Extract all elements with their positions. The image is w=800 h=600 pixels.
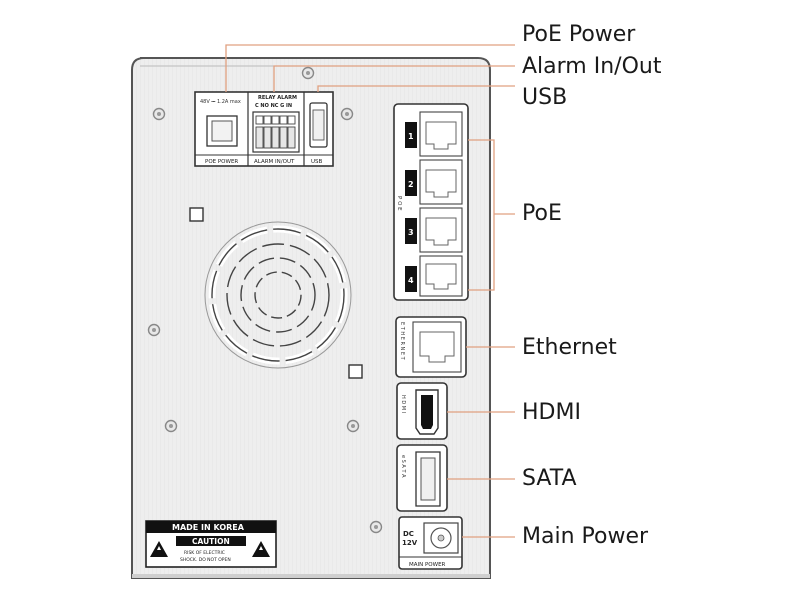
made-in-text: MADE IN KOREA: [172, 523, 245, 532]
poe-port-2[interactable]: [419, 159, 463, 205]
poe-port-number: 2: [408, 180, 414, 189]
ethernet-vertical-label: E T H E R N E T: [399, 322, 405, 361]
callout-sata: SATA: [522, 466, 577, 491]
callout-ethernet: Ethernet: [522, 335, 617, 360]
leader-alarm: [273, 65, 515, 92]
caution-text: CAUTION: [192, 537, 230, 546]
poe-port-number: 3: [408, 228, 414, 237]
dc-label: DC: [403, 530, 414, 538]
caution-label: MADE IN KOREA CAUTION RISK OF ELECTRIC S…: [145, 520, 277, 568]
mount-hole: [348, 364, 363, 379]
main-power-label: MAIN POWER: [409, 562, 446, 568]
callout-hdmi: HDMI: [522, 400, 581, 425]
callout-usb: USB: [522, 85, 568, 110]
screws: [147, 66, 383, 534]
sata-vertical-label: e S A T A: [400, 455, 406, 478]
poe-vertical-label: P O E: [396, 196, 402, 211]
mount-hole: [189, 207, 204, 222]
main-power-jack[interactable]: [423, 522, 459, 554]
leader-poe-power: [225, 44, 515, 92]
callout-main-power: Main Power: [522, 524, 649, 549]
poe-port-4[interactable]: [419, 255, 463, 297]
sata-port[interactable]: [415, 451, 441, 507]
dc-voltage: 12V: [402, 539, 418, 547]
poe-port-1[interactable]: [419, 111, 463, 157]
alarm-pins: C NO NC G IN: [255, 103, 292, 109]
alarm-label: ALARM IN/OUT: [254, 159, 295, 165]
poe-port-number: 1: [408, 132, 414, 141]
poe-ports: 1 2 3 4: [405, 111, 463, 297]
poe-port-number: 4: [408, 276, 414, 285]
leader-usb: [317, 85, 515, 92]
callout-poe: PoE: [522, 201, 562, 226]
leader-poe: [468, 139, 515, 291]
poe-port-3[interactable]: [419, 207, 463, 253]
caution-line-1: RISK OF ELECTRIC: [184, 550, 225, 556]
callout-poe-power: PoE Power: [522, 22, 636, 47]
callout-alarm-io: Alarm In/Out: [522, 54, 662, 79]
leader-lines: [225, 44, 515, 538]
relay-alarm-header: RELAY ALARM: [258, 95, 297, 101]
hdmi-port[interactable]: [415, 389, 439, 435]
poe-power-rating: 48V ⎓ 1.2A max: [200, 99, 241, 105]
usb-label: USB: [311, 159, 323, 165]
hdmi-vertical-label: H D M I: [400, 395, 406, 413]
alarm-terminal-block[interactable]: [252, 111, 300, 153]
ethernet-port[interactable]: [412, 321, 462, 373]
fan-grille: [204, 221, 352, 369]
caution-line-2: SHOCK. DO NOT OPEN: [180, 557, 231, 563]
poe-power-label: POE POWER: [205, 159, 238, 165]
